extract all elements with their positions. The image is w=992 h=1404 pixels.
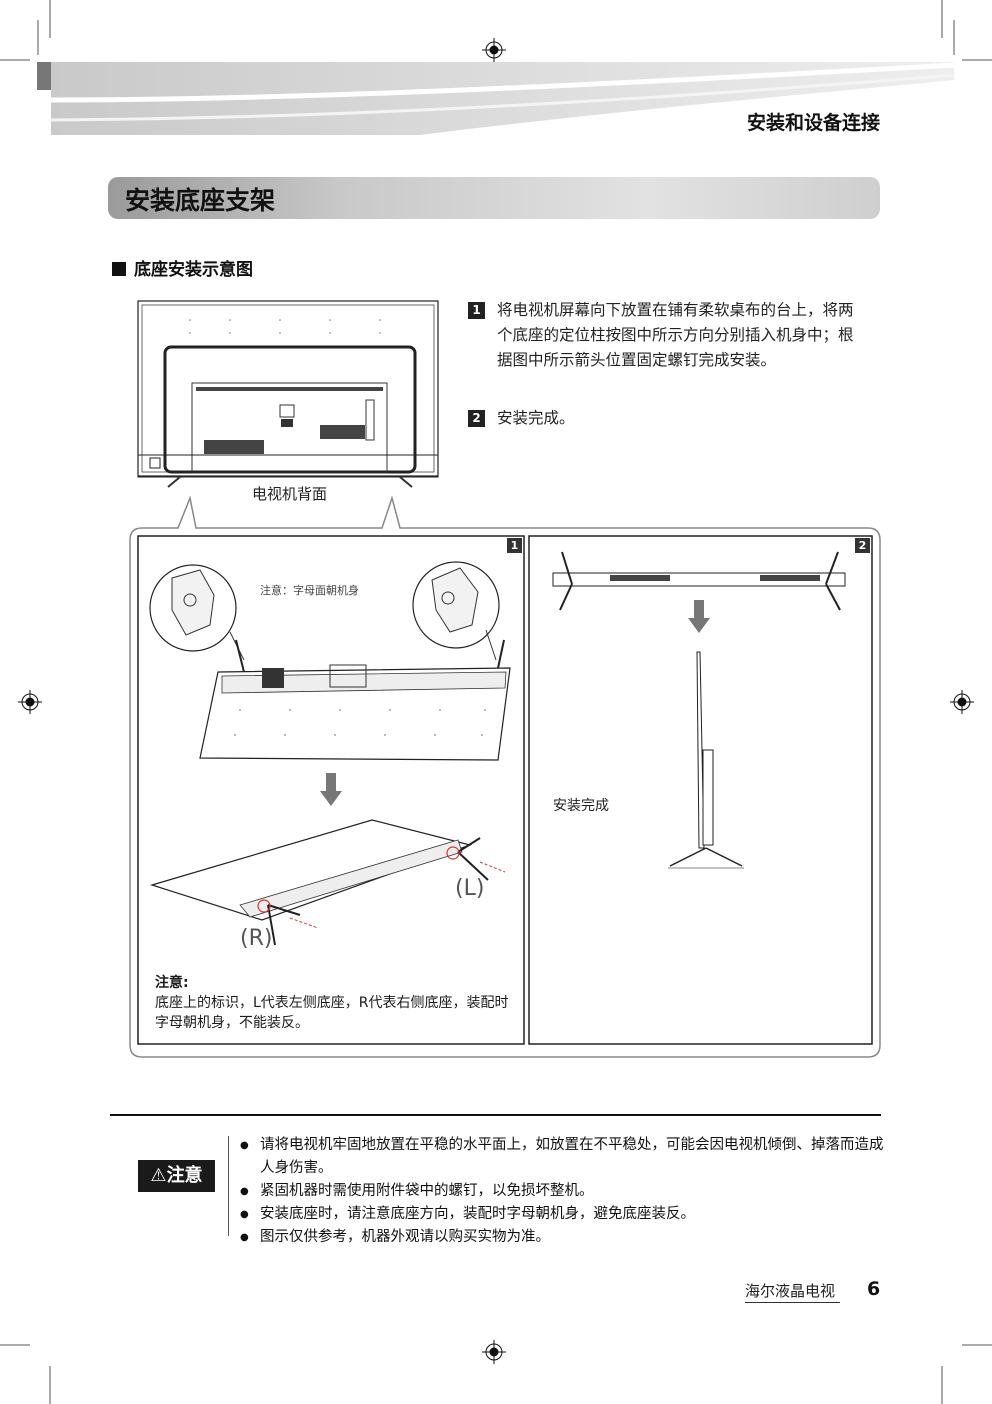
subsection-title: 底座安装示意图 <box>112 255 253 280</box>
down-arrow-icon <box>688 600 710 633</box>
note-text: 底座上的标识，L代表左侧底座，R代表右侧底座，装配时字母朝机身，不能装反。 <box>155 995 509 1031</box>
step-2: 2 安装完成。 <box>468 406 878 432</box>
tv-back-illustration <box>137 300 439 488</box>
step-number-badge: 2 <box>468 410 485 427</box>
callout-letters-face-body: 注意：字母面朝机身 <box>260 584 359 597</box>
section-title: 安装底座支架 <box>125 186 276 215</box>
label-left-stand: (L) <box>455 876 485 901</box>
warning-item: 安装底座时，请注意底座方向，装配时字母朝机身，避免底座装反。 <box>240 1203 890 1226</box>
panel-1-border <box>137 535 525 1045</box>
footer-brand: 海尔液晶电视 <box>745 1282 836 1300</box>
warning-item: 紧固机器时需使用附件袋中的螺钉，以免损坏整机。 <box>240 1180 890 1203</box>
panel-1-number: 1 <box>507 538 522 553</box>
square-bullet-icon <box>112 262 126 276</box>
warning-item: 图示仅供参考，机器外观请以购买实物为准。 <box>240 1226 890 1249</box>
label-right-stand: (R) <box>240 926 273 951</box>
step-text: 安装完成。 <box>497 409 575 427</box>
page-number: 6 <box>867 1278 881 1300</box>
note-title: 注意: <box>155 975 189 991</box>
step-number-badge: 1 <box>468 302 485 319</box>
header-section-label: 安装和设备连接 <box>746 112 880 134</box>
step-text: 将电视机屏幕向下放置在铺有柔软桌布的台上，将两个底座的定位柱按图中所示方向分别插… <box>497 301 854 369</box>
warning-divider <box>110 1114 881 1116</box>
section-title-bar <box>108 177 880 219</box>
step-1: 1 将电视机屏幕向下放置在铺有柔软桌布的台上，将两个底座的定位柱按图中所示方向分… <box>468 298 878 398</box>
registration-mark-icon <box>18 38 974 1364</box>
warning-badge: ⚠注意 <box>138 1160 215 1192</box>
tv-back-caption: 电视机背面 <box>252 485 328 503</box>
warning-triangle-icon: ⚠ <box>150 1165 167 1186</box>
warning-list: 请将电视机牢固地放置在平稳的水平面上，如放置在不平稳处，可能会因电视机倾倒、掉落… <box>240 1134 890 1249</box>
warning-item: 请将电视机牢固地放置在平稳的水平面上，如放置在不平稳处，可能会因电视机倾倒、掉落… <box>240 1134 890 1180</box>
down-arrow-icon <box>320 773 342 806</box>
panel-2-border <box>528 535 873 1045</box>
panel-2-number: 2 <box>855 538 870 553</box>
footer-underline <box>745 1302 840 1303</box>
panel-2-caption: 安装完成 <box>553 798 609 814</box>
warning-vertical-rule <box>228 1136 229 1236</box>
